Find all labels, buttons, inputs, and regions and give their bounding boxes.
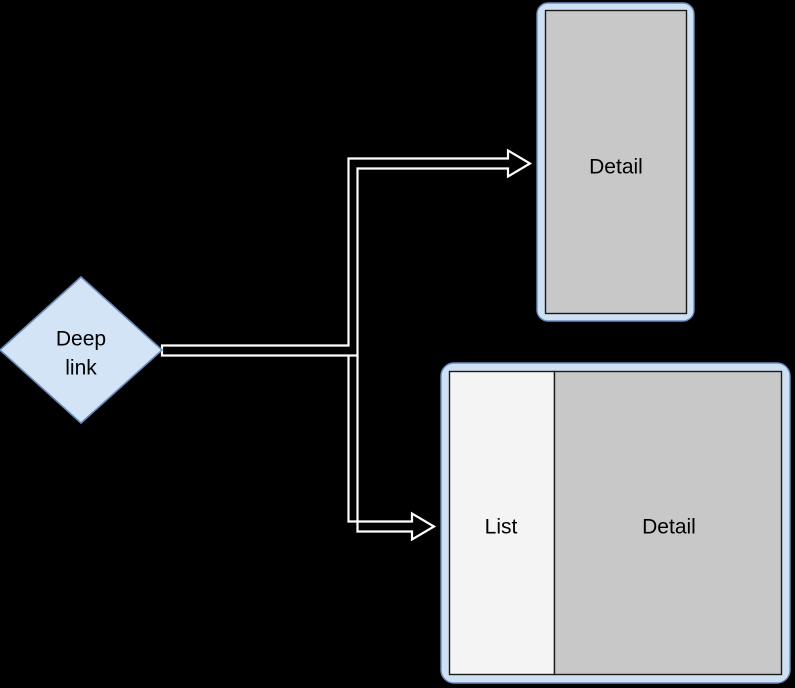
node-list-detail-screen[interactable]: List Detail [440, 362, 791, 684]
detail-screen-label: Detail [589, 156, 643, 179]
list-pane[interactable] [448, 370, 556, 676]
node-deep-link[interactable]: Deep link [0, 275, 164, 425]
edge-to-list-detail[interactable] [347, 355, 437, 542]
edge-to-detail[interactable] [160, 148, 533, 357]
node-detail-screen[interactable]: Detail [536, 2, 695, 322]
detail-screen-surface [544, 9, 688, 315]
edge-to-list-detail-outline [347, 355, 437, 542]
list-pane-label: List [485, 516, 518, 539]
detail-pane[interactable] [553, 370, 783, 676]
deep-link-label-line1: Deep [56, 328, 106, 351]
detail-pane-label: Detail [642, 516, 696, 539]
edge-to-detail-outline [160, 148, 533, 357]
deep-link-label-line2: link [65, 357, 97, 380]
deep-link-diamond-shape [0, 275, 164, 425]
